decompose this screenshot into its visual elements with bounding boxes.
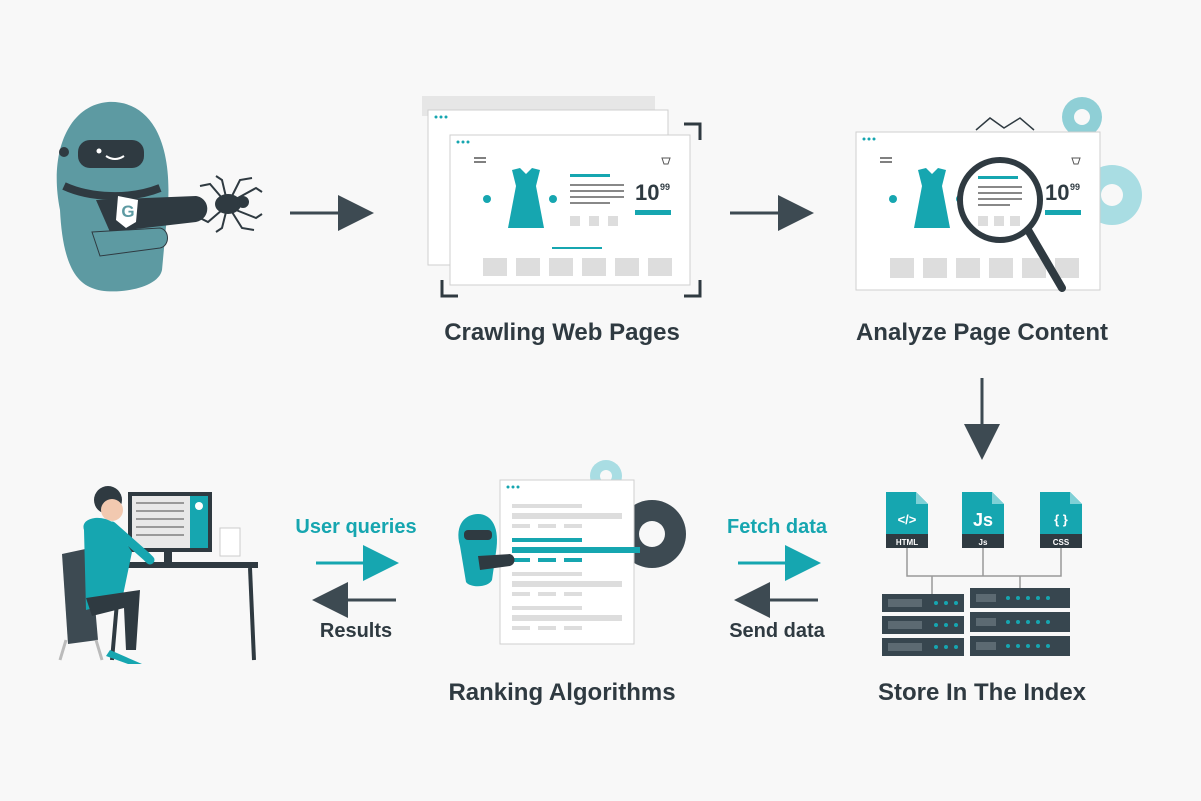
file-icon: </> HTML — [886, 492, 928, 548]
step-label-store: Store In The Index — [877, 679, 1087, 706]
svg-text:{ }: { } — [1054, 512, 1068, 527]
svg-text:CSS: CSS — [1053, 538, 1070, 547]
step-label-crawling: Crawling Web Pages — [444, 319, 680, 346]
spider-icon — [199, 175, 263, 233]
svg-text:</>: </> — [898, 512, 917, 527]
file-icon: { } CSS — [1040, 492, 1082, 548]
step-label-analyze: Analyze Page Content — [855, 319, 1109, 346]
svg-text:99: 99 — [1070, 182, 1080, 192]
flow-label-fetch-data: Fetch data — [726, 516, 828, 538]
flow-label-results: Results — [319, 620, 393, 642]
analyze-page-content-illustration: 10 99 — [855, 97, 1142, 292]
svg-text:Js: Js — [973, 510, 993, 530]
flow-label-send-data: Send data — [729, 620, 825, 642]
file-icon: Js Js — [962, 492, 1004, 548]
crawling-web-pages-illustration: 10 99 — [422, 96, 702, 298]
flow-label-user-queries: User queries — [295, 516, 417, 538]
robot-icon: G — [56, 101, 208, 292]
svg-text:99: 99 — [660, 182, 670, 192]
robot-logo-letter: G — [121, 202, 134, 221]
magnifier-icon — [957, 157, 1066, 292]
svg-text:Js: Js — [979, 538, 988, 547]
step-label-ranking: Ranking Algorithms — [448, 679, 676, 706]
ranking-algorithms-illustration — [458, 460, 686, 645]
store-in-the-index-illustration: </> HTML Js Js { } CSS — [882, 492, 1082, 656]
person-at-computer-icon — [58, 486, 258, 664]
svg-text:10: 10 — [1045, 180, 1069, 205]
server-icon — [882, 588, 1070, 656]
svg-text:10: 10 — [635, 180, 659, 205]
svg-text:HTML: HTML — [896, 538, 918, 547]
robot-icon — [458, 514, 515, 587]
